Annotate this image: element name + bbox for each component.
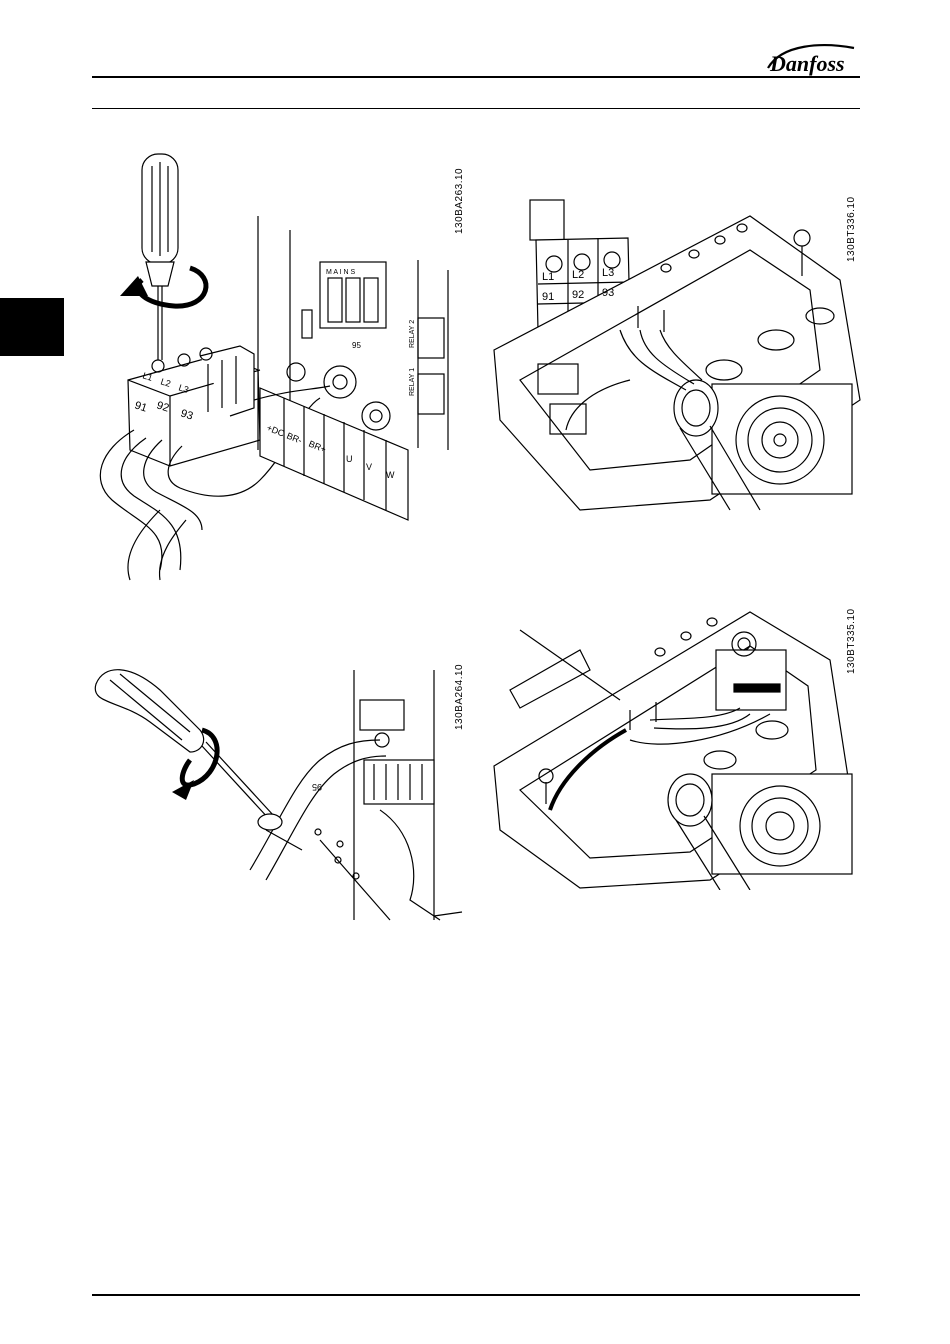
chapter-tab [0, 298, 64, 356]
terminal-93-label: 93 [602, 287, 614, 299]
disconnect-housing-drawing [480, 590, 870, 890]
terminal-92-label: 92 [572, 289, 584, 301]
brand-name: Danfoss [769, 51, 845, 76]
relay2-label: RELAY 2 [409, 320, 416, 348]
figure-code: 130BT335.10 [846, 608, 857, 674]
l3-label: L3 [602, 267, 614, 279]
figure-code: 130BA264.10 [454, 664, 465, 730]
v-label: V [366, 462, 372, 472]
danfoss-logo: Danfoss [762, 38, 862, 78]
mains-connector-drawing: 91 92 93 L1 L2 L3 M A I N S 95 RELAY 2 R… [90, 150, 480, 590]
figure-mains-connector: 91 92 93 L1 L2 L3 M A I N S 95 RELAY 2 R… [90, 150, 480, 590]
mains-label: M A I N S [326, 269, 356, 276]
figure-disconnect-housing: 130BT335.10 [480, 590, 870, 890]
terminal-91-label: 91 [542, 291, 554, 303]
u-label: U [346, 454, 353, 464]
figure-earth-clamp: 95 130BA264.10 [90, 660, 480, 930]
figure-code: 130BA263.10 [454, 168, 465, 234]
earth-clamp-drawing: 95 [90, 660, 480, 930]
footer-rule [92, 1294, 860, 1296]
figure-plug-housing: L1 L2 L3 91 92 93 130BT336.10 [480, 180, 870, 520]
relay1-label: RELAY 1 [409, 368, 416, 396]
header-subrule [92, 108, 860, 109]
w-label: W [386, 470, 395, 480]
ground-95-label: 95 [352, 341, 361, 350]
header-rule [92, 76, 860, 78]
l2-label: L2 [572, 269, 584, 281]
plug-housing-drawing: L1 L2 L3 91 92 93 [480, 180, 870, 520]
l1-label: L1 [542, 271, 554, 283]
ground-95-label: 95 [312, 782, 322, 792]
figure-code: 130BT336.10 [846, 196, 857, 262]
